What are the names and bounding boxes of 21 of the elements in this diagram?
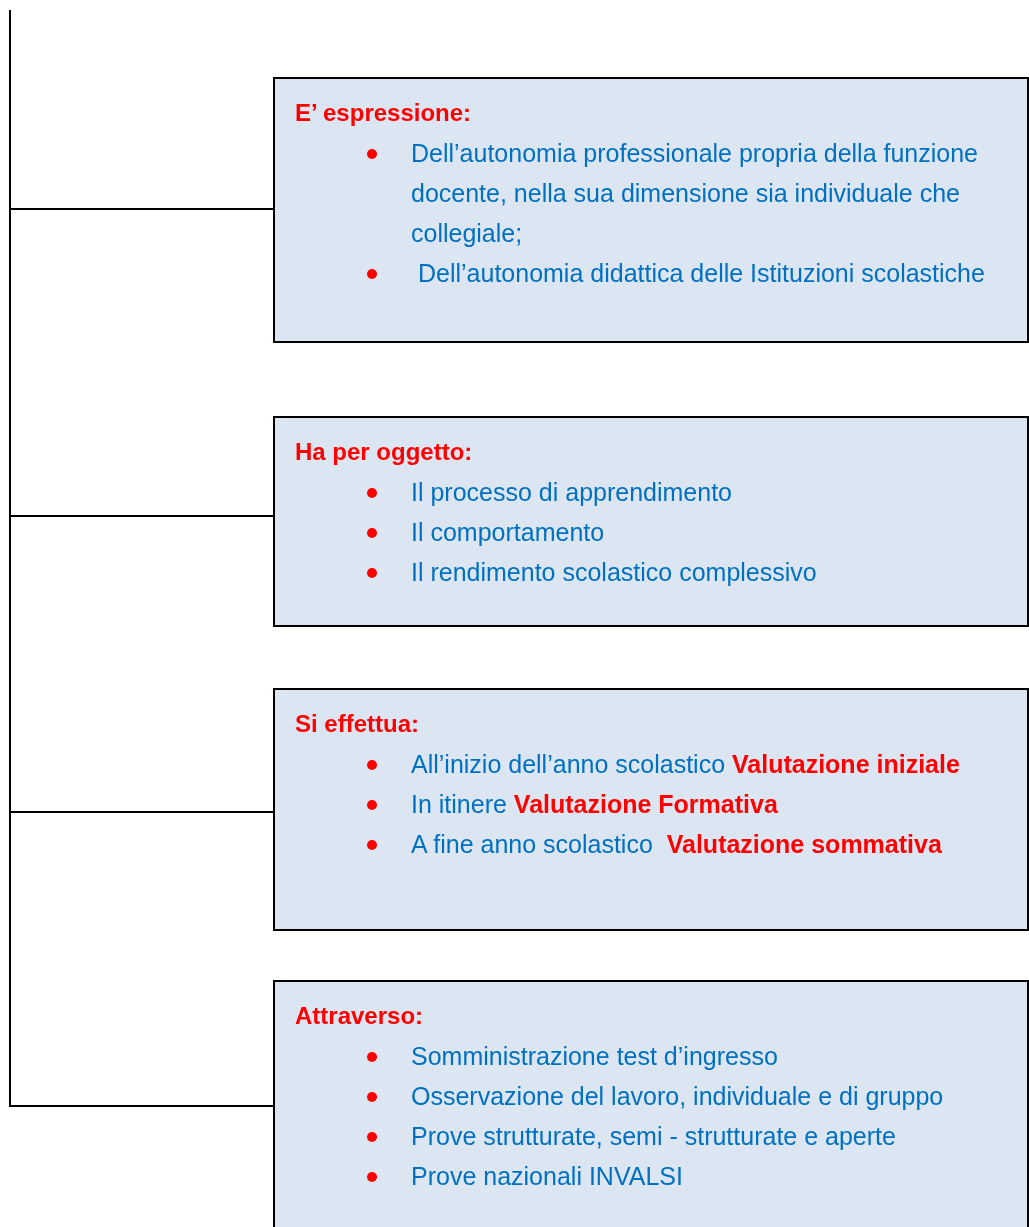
bullet-text: Prove nazionali INVALSI [411,1162,683,1190]
bullet-text: Prove strutturate, semi - strutturate e aperte [411,1122,896,1150]
bullet-text: All’inizio dell’anno scolastico Valutazione iniziale [411,750,960,778]
bullet-text: Il processo di apprendimento [411,478,733,506]
bullet-text: Osservazione del lavoro, individuale e di gruppo [411,1082,944,1110]
text-box [273,416,1029,627]
box-heading: E’ espressione: [295,98,472,128]
text-box [273,980,1029,1227]
bullet-text: Il rendimento scolastico complessivo [411,558,817,586]
bullet-text: Somministrazione test d’ingresso [411,1042,778,1070]
bullet-text: Dell’autonomia didattica delle Istituzioni scolastiche [416,259,985,287]
box-heading: Ha per oggetto: [295,437,473,467]
text-box [273,77,1029,343]
connector-line [9,9,274,1107]
bullet-text: In itinere Valutazione Formativa [411,790,778,818]
bullet-text: Il comportamento [411,518,605,546]
bullet-text: A fine anno scolastico Valutazione sommativa [411,830,942,858]
box-heading: Si effettua: [295,709,419,739]
bullet-text: Dell’autonomia professionale propria della funzione docente, nella sua dimensione sia individuale che collegiale; [411,139,980,247]
box-heading: Attraverso: [295,1001,424,1031]
text-box [273,688,1029,931]
